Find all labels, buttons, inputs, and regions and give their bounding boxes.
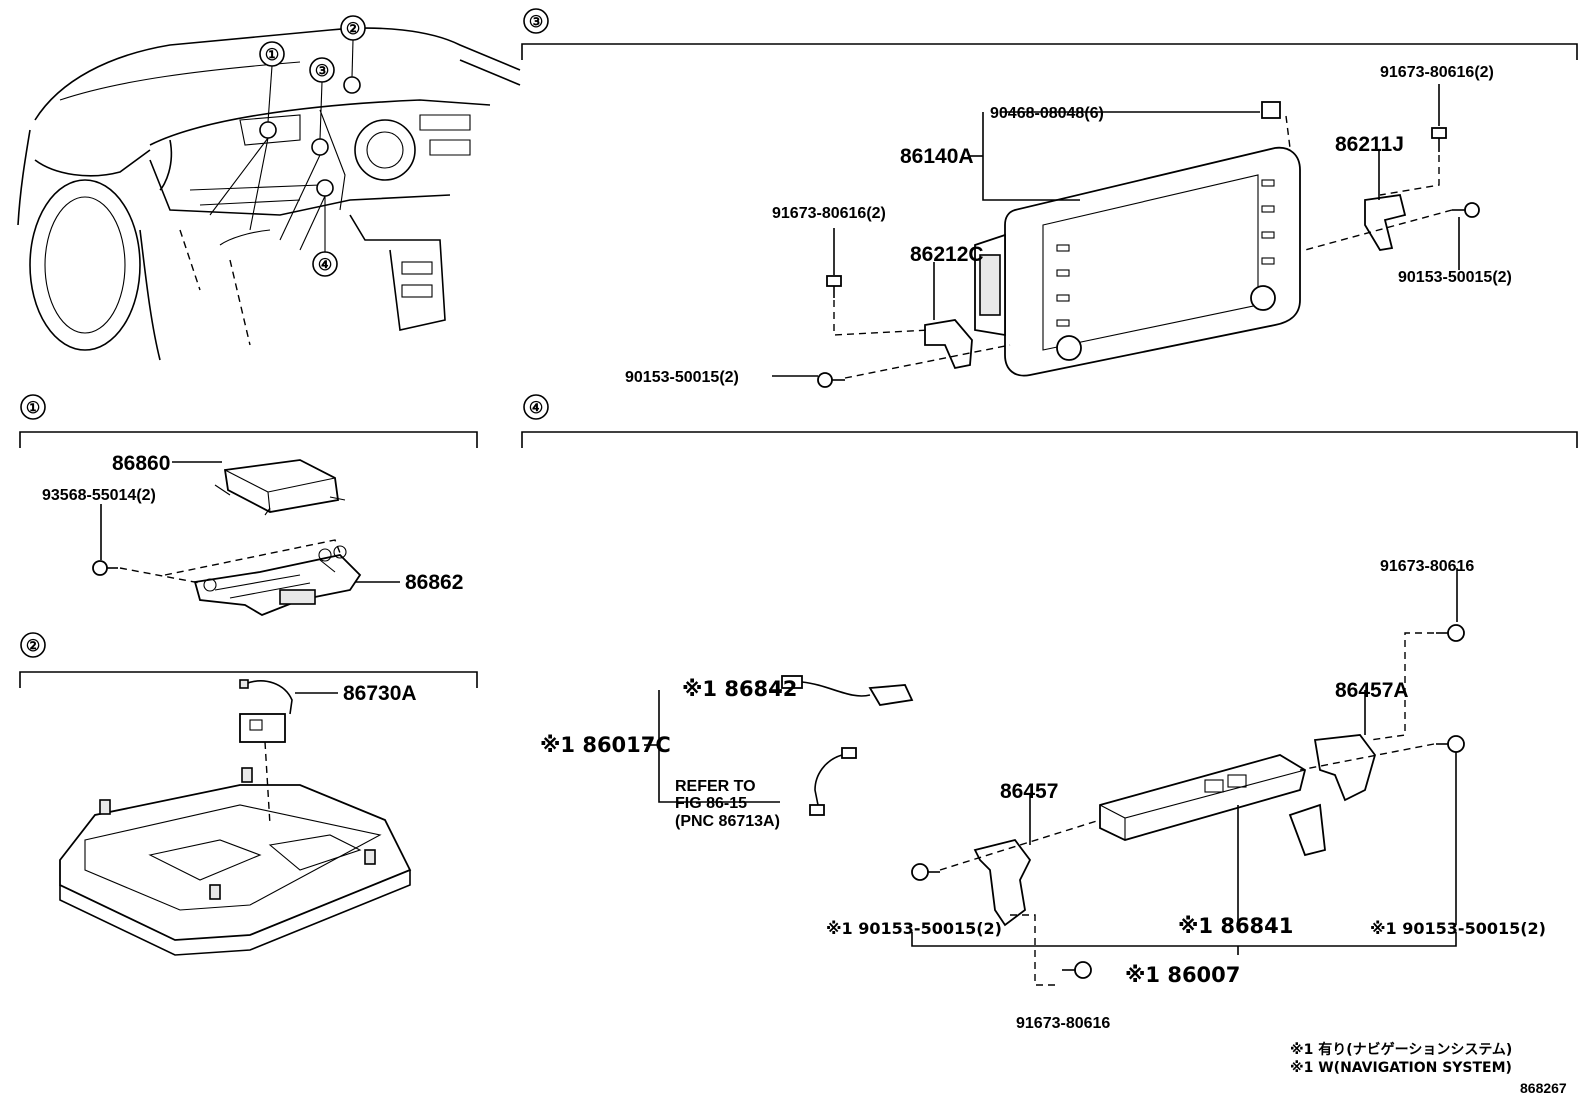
label-86860: 86860 xyxy=(112,452,170,475)
label-91673-80616-top: 91673-80616 xyxy=(1380,558,1474,575)
section-marker-1: ① xyxy=(20,394,46,420)
label-86140A: 86140A xyxy=(900,145,974,168)
map-lamp-86730A xyxy=(239,679,293,743)
label-90153-50015-right: 90153-50015(2) xyxy=(1398,269,1512,286)
overview-callout-2: ② xyxy=(340,15,366,41)
label-86457A: 86457A xyxy=(1335,679,1409,702)
section-1-frame xyxy=(19,431,478,448)
overview-callout-4: ④ xyxy=(312,251,338,277)
label-86862: 86862 xyxy=(405,571,463,594)
note-english: ※1 W(NAVIGATION SYSTEM) xyxy=(1290,1060,1512,1076)
label-91673-80616-top: 91673-80616(2) xyxy=(1380,64,1494,81)
svg-text:④: ④ xyxy=(318,257,332,274)
refer-to-line3: (PNC 86713A) xyxy=(675,813,780,830)
section-2-frame xyxy=(19,671,478,688)
svg-text:③: ③ xyxy=(315,63,329,80)
bolt-93568 xyxy=(92,560,118,576)
label-90153-50015-left: ※1 90153-50015(2) xyxy=(826,919,1002,938)
refer-to-line1: REFER TO xyxy=(675,778,756,795)
label-86842: ※1 86842 xyxy=(682,677,797,701)
figure-number: 868267 xyxy=(1520,1080,1567,1096)
harness-86842 xyxy=(781,675,914,706)
label-86211J: 86211J xyxy=(1335,133,1404,156)
bracket-86457A xyxy=(1288,734,1376,857)
airbag-module-86860 xyxy=(214,459,346,516)
label-91673-80616-bottom: 91673-80616 xyxy=(1016,1015,1110,1032)
overview-callout-3: ③ xyxy=(309,57,335,83)
label-86457: 86457 xyxy=(1000,780,1058,803)
screw-90153-left xyxy=(817,372,845,388)
label-86007: ※1 86007 xyxy=(1125,963,1240,987)
label-90153-50015-right: ※1 90153-50015(2) xyxy=(1370,919,1546,938)
bracket-86862 xyxy=(193,545,362,616)
label-86212C: 86212C xyxy=(910,243,984,266)
clip-90468 xyxy=(1261,101,1281,119)
screw-91673-80616-top xyxy=(1436,624,1465,642)
svg-text:③: ③ xyxy=(529,14,543,31)
note-japanese: ※1 有り(ナビゲーションシステム) xyxy=(1290,1041,1512,1058)
section-marker-3: ③ xyxy=(523,8,549,34)
section-4-frame xyxy=(521,431,1578,448)
svg-text:①: ① xyxy=(265,47,279,64)
label-90468-08048: 90468-08048(6) xyxy=(990,105,1104,122)
screw-91673-left xyxy=(826,275,842,298)
display-unit-86140A xyxy=(974,146,1301,377)
label-93568-55014: 93568-55014(2) xyxy=(42,487,156,504)
label-91673-80616-left: 91673-80616(2) xyxy=(772,205,886,222)
label-86730A: 86730A xyxy=(343,682,417,705)
screw-90153-left xyxy=(911,863,940,881)
section-marker-2: ② xyxy=(20,632,46,658)
vehicle-interior-illustration xyxy=(17,27,521,361)
screw-90153-right xyxy=(1452,202,1480,218)
screw-91673-top xyxy=(1431,127,1447,152)
label-86017C: ※1 86017C xyxy=(540,733,671,757)
overview-callout-1: ① xyxy=(259,41,285,67)
harness-86713A xyxy=(809,747,857,816)
section-3-frame xyxy=(521,43,1578,60)
bracket-86212C xyxy=(924,319,973,370)
overhead-console xyxy=(59,767,412,956)
screw-91673-80616-bottom xyxy=(1062,961,1092,979)
svg-text:②: ② xyxy=(26,638,40,655)
bracket-86211J xyxy=(1364,193,1407,251)
refer-to-line2: FIG 86-15 xyxy=(675,795,747,812)
navigation-ecu-86841 xyxy=(1099,754,1307,841)
label-86841: ※1 86841 xyxy=(1178,914,1293,938)
svg-text:①: ① xyxy=(26,400,40,417)
screw-90153-right xyxy=(1436,735,1465,753)
section-marker-4: ④ xyxy=(523,394,549,420)
svg-text:④: ④ xyxy=(529,400,543,417)
bracket-86457 xyxy=(973,838,1032,927)
label-90153-50015-left: 90153-50015(2) xyxy=(625,369,739,386)
svg-text:②: ② xyxy=(346,21,360,38)
